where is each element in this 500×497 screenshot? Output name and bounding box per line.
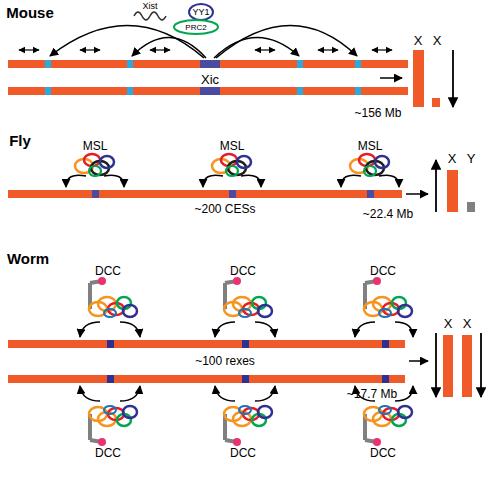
chromosome-bar [8,375,405,383]
chromosome-label: X [433,34,442,47]
dcc-complex [89,277,137,317]
molecule-label: Xist [142,2,157,11]
down-arrow [435,333,437,397]
chromosome-bar [8,190,402,198]
complex-label: MSL [220,140,245,152]
down-arrow [452,50,454,107]
locus-label: Xic [201,73,219,86]
ces-marks [92,190,374,198]
result-arrow [409,360,428,362]
spreading-arrows [80,322,413,401]
complex-label: DCC [370,447,396,459]
complex-label: DCC [95,447,121,459]
local-spread-arrows [19,49,392,50]
chromosome-label: X [414,34,423,47]
expression-bar [447,170,458,212]
expression-bar [462,335,472,397]
msl-complex [212,154,251,176]
prc2-complex [174,20,218,34]
size-label: ~17.7 Mb [347,388,397,400]
molecule-label: PRC2 [185,24,206,32]
result-arrow [380,77,402,79]
chromosome-label: X [448,152,457,165]
xic-locus [200,60,220,95]
chromosome-bar [8,60,408,68]
complex-label: DCC [95,265,121,277]
dcc-complex [364,277,412,317]
panel-title: Worm [7,251,49,266]
dcc-complex [224,406,272,446]
rex-marks [107,340,389,383]
msl-complex [75,154,114,176]
expression-bar [443,335,453,397]
chromosome-bar [8,87,408,95]
dcc-complex [89,406,137,446]
chromosome-label: X [463,317,472,330]
locus-marks [45,60,361,95]
molecule-label: YY1 [192,8,209,17]
panel-title: Fly [9,133,31,148]
expression-bar [467,202,475,212]
complex-label: DCC [370,265,396,277]
site-count-label: ~200 CESs [194,203,255,215]
expression-bar [413,50,424,107]
dcc-complex [364,406,412,446]
chromosome-bar [8,340,405,348]
complex-label: MSL [83,140,108,152]
complex-label: DCC [230,447,256,459]
spreading-arrows [66,175,399,187]
size-label: ~22.4 Mb [363,208,413,220]
complex-label: MSL [358,140,383,152]
chromosome-label: X [444,317,453,330]
yy1-protein [189,4,213,20]
msl-complex [350,154,389,176]
site-count-label: ~100 rexes [195,355,255,367]
size-label: ~156 Mb [354,107,401,119]
dcc-complex [224,277,272,317]
down-arrow [480,333,482,397]
panel-title: Mouse [6,5,54,20]
up-arrow [435,160,437,212]
expression-bar [432,98,440,107]
chromosome-label: Y [467,152,476,165]
complex-label: DCC [230,265,256,277]
xist-rna [134,12,166,20]
result-arrow [406,193,428,195]
